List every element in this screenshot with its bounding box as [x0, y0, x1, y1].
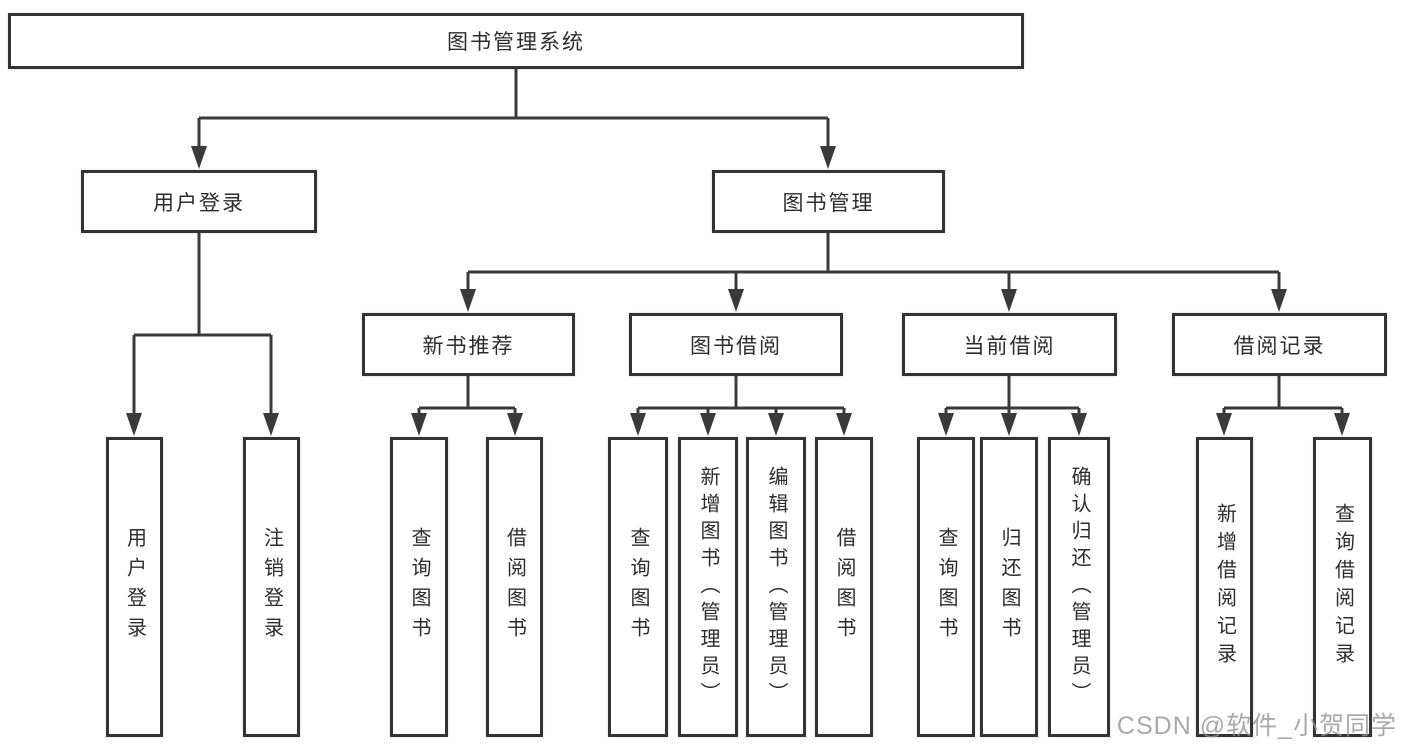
csdn-watermark: CSDN @软件_小贺同学	[1116, 712, 1397, 740]
leaf-borrow-book-2: 借阅图书	[815, 437, 873, 737]
leaf-confirm-return-admin: 确认归还（管理员）	[1048, 437, 1110, 737]
leaf-query-book-3: 查询图书	[917, 437, 975, 737]
node-book-borrow: 图书借阅	[629, 313, 843, 376]
leaf-add-book-admin: 新增图书（管理员）	[678, 437, 738, 737]
leaf-query-borrow-record: 查询借阅记录	[1313, 437, 1372, 737]
leaf-query-book-1: 查询图书	[390, 437, 448, 737]
node-user-login: 用户登录	[81, 170, 317, 233]
node-borrow-record: 借阅记录	[1172, 313, 1387, 376]
leaf-query-book-2: 查询图书	[608, 437, 668, 737]
leaf-borrow-book-1: 借阅图书	[486, 437, 543, 737]
node-new-book-recommend: 新书推荐	[362, 313, 575, 376]
node-library-system: 图书管理系统	[8, 13, 1024, 69]
leaf-user-login: 用户登录	[106, 437, 163, 737]
node-book-management: 图书管理	[712, 170, 945, 233]
leaf-add-borrow-record: 新增借阅记录	[1196, 437, 1253, 737]
leaf-return-book: 归还图书	[980, 437, 1038, 737]
leaf-edit-book-admin: 编辑图书（管理员）	[746, 437, 806, 737]
leaf-logout: 注销登录	[243, 437, 300, 737]
node-current-borrow: 当前借阅	[902, 313, 1117, 376]
